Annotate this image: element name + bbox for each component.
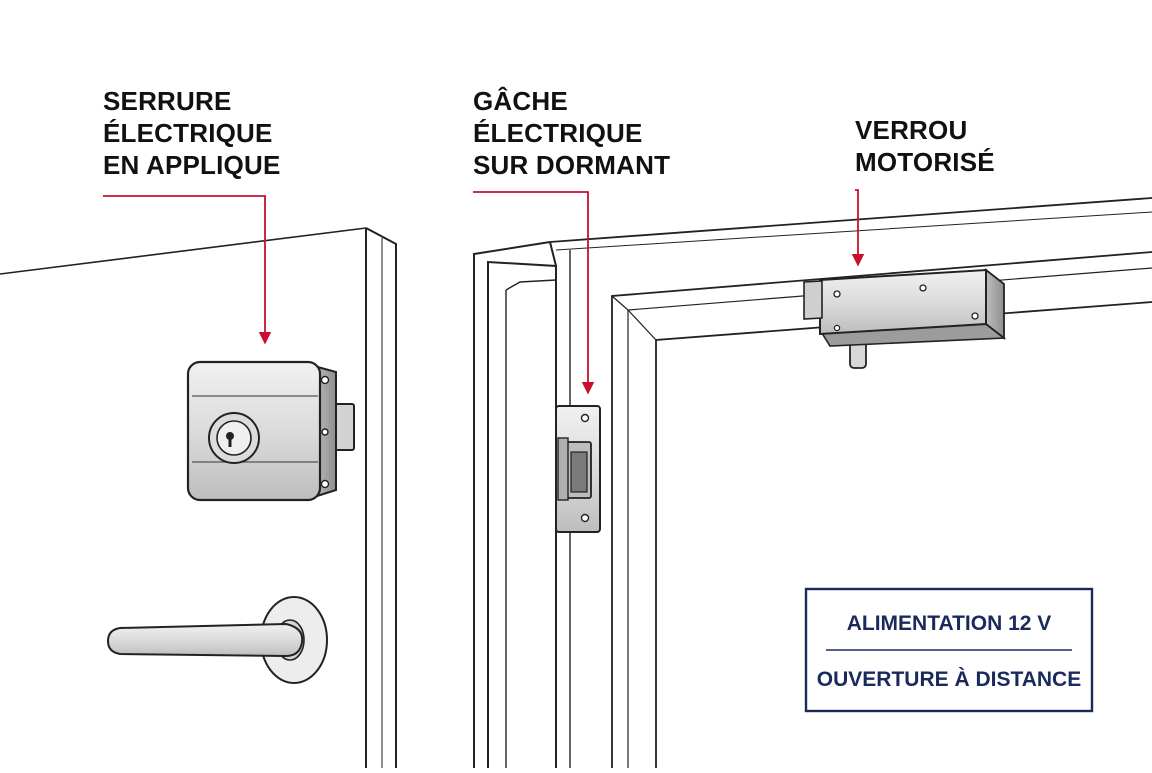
leader-line-surface-lock <box>103 195 272 345</box>
info-power-text: ALIMENTATION 12 V <box>847 612 1052 635</box>
screw-icon <box>320 375 330 489</box>
keyhole-icon <box>208 412 260 464</box>
label-line: EN APPLIQUE <box>103 150 280 180</box>
label-line: MOTORISÉ <box>855 147 995 177</box>
leader-line-motor-bolt <box>851 189 865 267</box>
label-line: VERROU <box>855 115 967 145</box>
label-line: GÂCHE <box>473 86 568 116</box>
screw-icon <box>580 413 590 523</box>
info-remote-text: OUVERTURE À DISTANCE <box>817 668 1081 691</box>
door-handle <box>106 596 328 684</box>
label-line: SERRURE <box>103 86 232 116</box>
motorized-bolt <box>803 268 1007 369</box>
leader-line-strike <box>473 191 595 395</box>
label-motor-bolt: VERROU MOTORISÉ <box>855 115 995 177</box>
left-door <box>0 227 397 768</box>
screw-icon <box>833 284 979 332</box>
electric-strike <box>555 405 601 533</box>
info-box: ALIMENTATION 12 V OUVERTURE À DISTANCE <box>804 587 1094 713</box>
label-strike: GÂCHE ÉLECTRIQUE SUR DORMANT <box>473 86 670 180</box>
surface-electric-lock <box>186 360 355 502</box>
label-line: ÉLECTRIQUE <box>473 118 643 148</box>
label-surface-lock: SERRURE ÉLECTRIQUE EN APPLIQUE <box>103 86 280 180</box>
label-line: SUR DORMANT <box>473 150 670 180</box>
label-line: ÉLECTRIQUE <box>103 118 273 148</box>
